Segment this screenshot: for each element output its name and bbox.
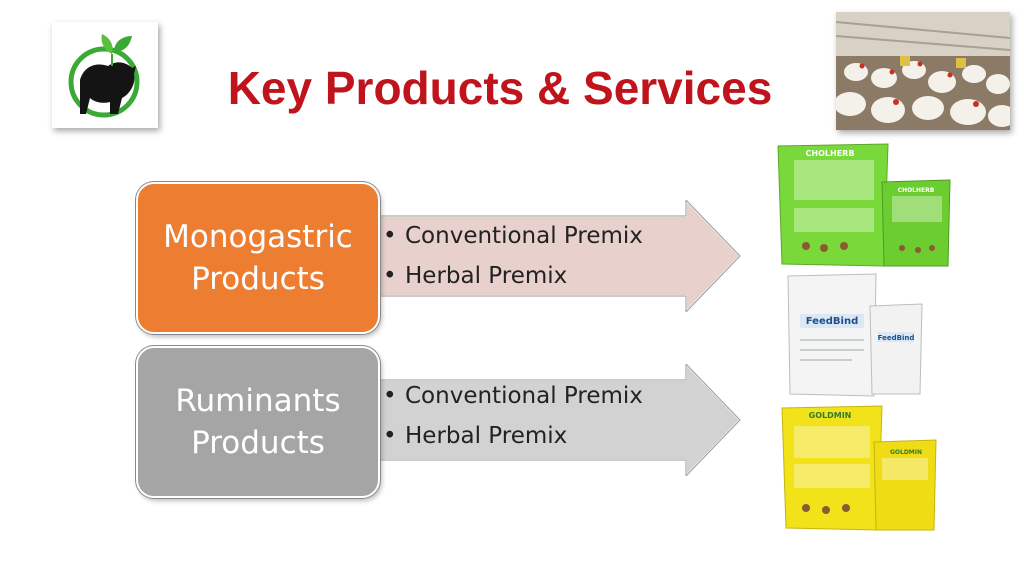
ruminants-label-line2: Products [191, 425, 325, 461]
ruminants-label-line1: Ruminants [175, 383, 341, 419]
leaf-cow-logo-icon [68, 34, 140, 118]
list-item: •Herbal Premix [383, 423, 568, 449]
monogastric-arrow [378, 200, 742, 312]
ruminants-products-box: Ruminants Products [136, 346, 380, 498]
monogastric-label-line1: Monogastric [163, 219, 353, 255]
bag-label-feedbind-small: FeedBind [878, 334, 915, 342]
bag-label-goldmin: GOLDMIN [809, 411, 852, 420]
ruminants-item-list: •Conventional Premix •Herbal Premix [383, 376, 643, 456]
cholherb-bags: CHOLHERB CHOLHERB [772, 142, 962, 272]
goldmin-bags: GOLDMIN GOLDMIN [772, 402, 962, 534]
monogastric-item-list: •Conventional Premix •Herbal Premix [383, 216, 643, 296]
slide-title: Key Products & Services [227, 62, 773, 114]
feedbind-bags: FeedBind FeedBind [772, 270, 962, 400]
company-logo [52, 22, 158, 128]
monogastric-label-line2: Products [191, 261, 325, 297]
bag-label-cholherb-small: CHOLHERB [898, 187, 935, 194]
list-item: •Conventional Premix [383, 383, 643, 409]
list-item: •Conventional Premix [383, 223, 643, 249]
ruminants-arrow [378, 364, 742, 476]
monogastric-products-box: Monogastric Products [136, 182, 380, 334]
bag-label-cholherb: CHOLHERB [806, 149, 855, 158]
list-item: •Herbal Premix [383, 263, 568, 289]
bag-label-goldmin-small: GOLDMIN [890, 449, 922, 456]
poultry-farm-photo [836, 12, 1010, 130]
bag-label-feedbind: FeedBind [806, 316, 858, 327]
